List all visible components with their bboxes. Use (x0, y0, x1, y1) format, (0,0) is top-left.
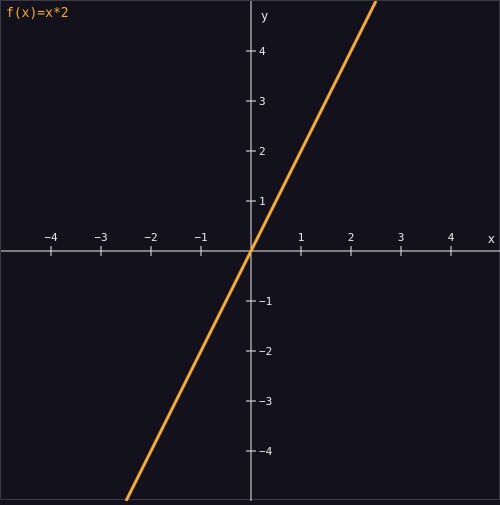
y-tick-label: 1 (259, 195, 266, 208)
formula-label: f(x)=x*2 (6, 6, 69, 21)
x-tick-label: −4 (44, 231, 58, 244)
y-tick-label: −4 (259, 445, 273, 458)
y-tick-label: −2 (259, 345, 272, 358)
series-line-f (124, 0, 378, 502)
y-tick-label: 3 (259, 95, 266, 108)
x-tick-label: 2 (348, 231, 355, 244)
x-tick-label: −3 (94, 231, 107, 244)
x-tick-label: 1 (298, 231, 305, 244)
y-tick-label: 4 (259, 45, 266, 58)
x-tick-label: −2 (144, 231, 157, 244)
x-tick-label: −1 (194, 231, 207, 244)
y-tick-label: −1 (259, 295, 272, 308)
x-tick-label: 3 (398, 231, 405, 244)
y-tick-label: 2 (259, 145, 266, 158)
y-axis-label: y (261, 9, 268, 23)
y-tick-label: −3 (259, 395, 272, 408)
x-axis-label: x (488, 232, 495, 246)
x-tick-label: 4 (448, 231, 455, 244)
